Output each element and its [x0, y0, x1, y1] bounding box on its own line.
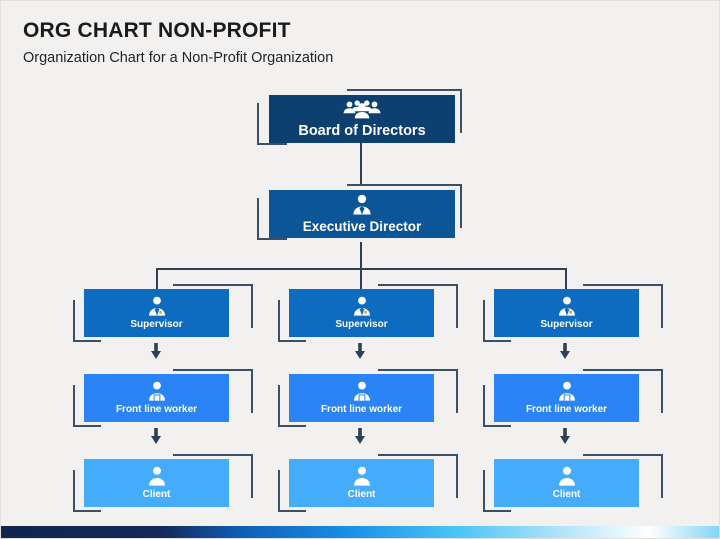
arrow-supervisor-to-frontline-3 — [560, 343, 570, 359]
arrow-supervisor-to-frontline-1 — [151, 343, 161, 359]
node-label: Client — [142, 489, 171, 500]
bracket-frontline-1 — [73, 369, 253, 427]
bracket-supervisor-2 — [278, 284, 458, 342]
node-board-of-directors[interactable]: Board of Directors — [269, 95, 455, 143]
connector-executive-stem — [360, 242, 362, 270]
worker-person-icon — [147, 381, 167, 401]
person-icon — [352, 466, 372, 486]
bracket-client-1 — [73, 454, 253, 512]
arrow-supervisor-to-frontline-2 — [355, 343, 365, 359]
bracket-supervisor-3 — [483, 284, 663, 342]
person-icon — [557, 466, 577, 486]
node-label: Front line worker — [115, 404, 198, 415]
arrow-frontline-to-client-2 — [355, 428, 365, 444]
node-client-3[interactable]: Client — [494, 459, 639, 507]
node-frontline-worker-2[interactable]: Front line worker — [289, 374, 434, 422]
node-supervisor-2[interactable]: Supervisor — [289, 289, 434, 337]
connector-bus-drop-left — [156, 268, 158, 290]
node-client-2[interactable]: Client — [289, 459, 434, 507]
bracket-frontline-2 — [278, 369, 458, 427]
node-frontline-worker-1[interactable]: Front line worker — [84, 374, 229, 422]
connector-board-to-executive — [360, 142, 362, 184]
connector-bus-drop-center — [360, 268, 362, 290]
node-label: Board of Directors — [298, 122, 426, 139]
bracket-supervisor-1 — [73, 284, 253, 342]
node-executive-director[interactable]: Executive Director — [269, 190, 455, 238]
node-label: Supervisor — [335, 319, 388, 330]
node-supervisor-1[interactable]: Supervisor — [84, 289, 229, 337]
connector-bus-drop-right — [565, 268, 567, 290]
node-label: Front line worker — [525, 404, 608, 415]
bracket-client-2 — [278, 454, 458, 512]
header: ORG CHART NON-PROFIT Organization Chart … — [23, 19, 333, 66]
footer-accent-bar — [1, 526, 719, 538]
page-title: ORG CHART NON-PROFIT — [23, 19, 291, 42]
node-label: Executive Director — [302, 219, 422, 234]
node-supervisor-3[interactable]: Supervisor — [494, 289, 639, 337]
node-label: Front line worker — [320, 404, 403, 415]
worker-person-icon — [352, 381, 372, 401]
node-client-1[interactable]: Client — [84, 459, 229, 507]
arrow-frontline-to-client-1 — [151, 428, 161, 444]
bracket-client-3 — [483, 454, 663, 512]
person-with-badge-icon — [147, 296, 167, 316]
node-label: Supervisor — [130, 319, 183, 330]
person-icon — [147, 466, 167, 486]
worker-person-icon — [557, 381, 577, 401]
node-frontline-worker-3[interactable]: Front line worker — [494, 374, 639, 422]
node-label: Supervisor — [540, 319, 593, 330]
node-label: Client — [552, 489, 581, 500]
page-subtitle: Organization Chart for a Non-Profit Orga… — [23, 50, 334, 66]
node-label: Client — [347, 489, 376, 500]
group-of-people-icon — [342, 99, 382, 119]
bracket-frontline-3 — [483, 369, 663, 427]
person-with-badge-icon — [557, 296, 577, 316]
person-in-suit-icon — [351, 194, 373, 215]
bracket-board — [257, 89, 462, 145]
bracket-executive — [257, 184, 462, 240]
person-with-badge-icon — [352, 296, 372, 316]
arrow-frontline-to-client-3 — [560, 428, 570, 444]
